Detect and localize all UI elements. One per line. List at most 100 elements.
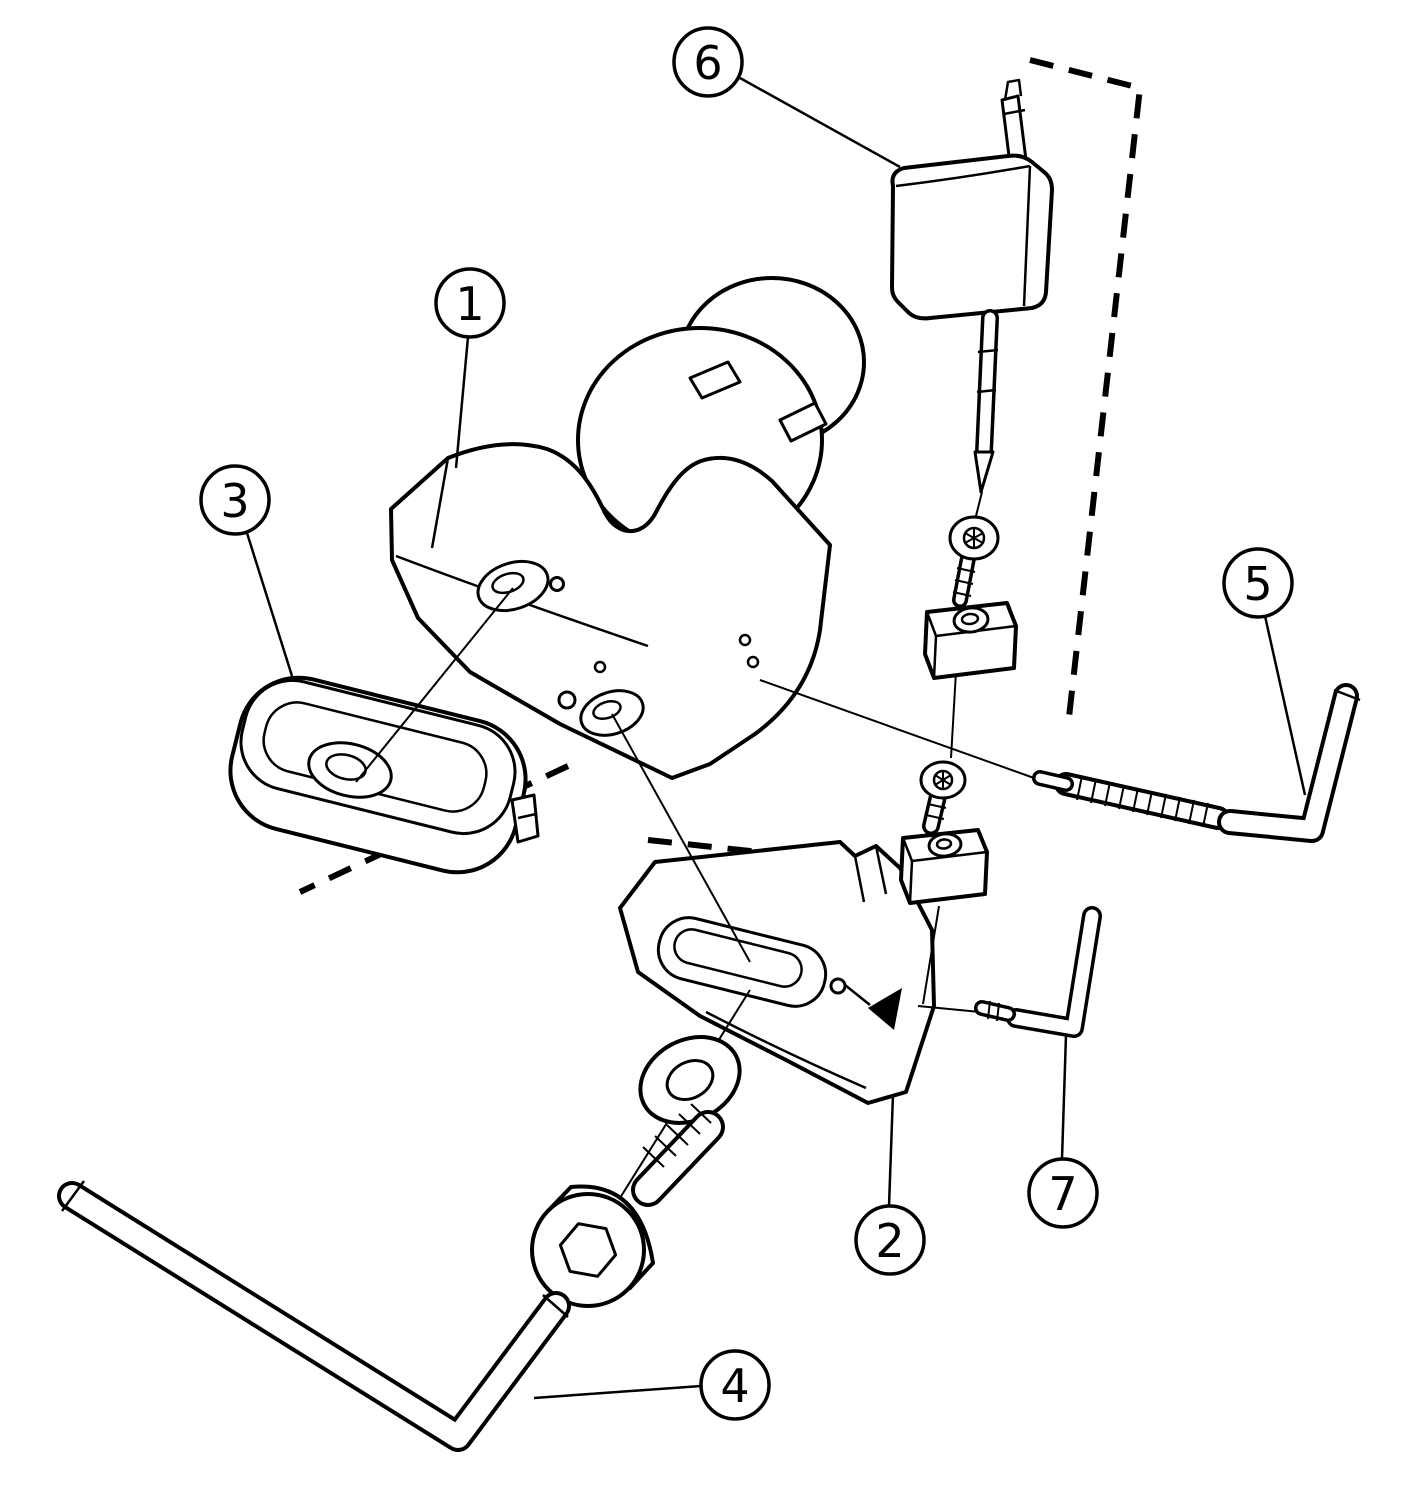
line-clamp-to-body — [355, 587, 514, 783]
leader-6 — [739, 76, 901, 169]
cutting-head — [618, 840, 936, 1105]
small-hole-b — [738, 633, 752, 647]
clamp-side-tab-edge — [517, 812, 537, 820]
square-nut-lower — [899, 828, 989, 905]
callout-7: 7 — [1027, 1157, 1099, 1229]
callout-3-number: 3 — [220, 474, 249, 528]
body-corner-edge — [430, 457, 450, 549]
large-hex-key — [57, 1180, 571, 1452]
large-hex-key-fill — [61, 1185, 567, 1448]
top-clamp — [228, 675, 540, 875]
dashed-axis-right — [647, 837, 835, 863]
callout-5-number: 5 — [1243, 557, 1272, 611]
insert-seat-edge — [844, 984, 871, 1006]
small-hole-a — [593, 660, 607, 674]
square-nut-upper-edge-3 — [925, 611, 938, 637]
head-slot-inner — [673, 928, 803, 988]
square-nut-lower-hole — [927, 832, 963, 858]
callout-6-circle — [672, 26, 744, 98]
callout-1-number: 1 — [455, 277, 484, 331]
square-nut-lower-edge-2 — [908, 860, 914, 904]
tool-body — [389, 276, 866, 780]
notch-edge-1 — [853, 855, 866, 903]
leader-4 — [533, 1384, 702, 1400]
dashed-axis-driver-path — [1029, 57, 1144, 727]
callout-6: 6 — [672, 26, 744, 98]
driver-head-top-edge — [895, 164, 1031, 188]
set-screw — [974, 1000, 1016, 1022]
callout-2: 2 — [854, 1204, 926, 1276]
callout-6-number: 6 — [693, 36, 722, 90]
callout-3: 3 — [199, 464, 271, 536]
line-stack-lower — [922, 905, 940, 1005]
callout-2-circle — [854, 1204, 926, 1276]
square-nut-upper-edge-2 — [932, 635, 938, 679]
large-hex-key-end-chamfer — [60, 1180, 86, 1212]
cap-screw — [530, 1103, 725, 1308]
leader-2 — [887, 1093, 895, 1207]
insert-pocket — [868, 988, 902, 1030]
callout-2-number: 2 — [875, 1214, 904, 1268]
callout-4-number: 4 — [720, 1359, 749, 1413]
torx-screw-upper-star — [964, 528, 984, 548]
washer-inner — [665, 1059, 715, 1101]
driver-head — [890, 153, 1054, 321]
mounting-hole-inner — [592, 699, 622, 721]
head-slot — [656, 916, 828, 1008]
torx-screw-upper-threads — [952, 567, 976, 597]
clamp-screw-hole — [476, 559, 550, 613]
driver-shaft-tick-1 — [977, 348, 999, 354]
driver-top-bit-chamfer — [1003, 108, 1026, 116]
small-hex-key — [1006, 906, 1102, 1038]
square-nut-upper — [923, 601, 1018, 680]
mounting-hole — [579, 689, 645, 737]
cap-screw-threads — [642, 1103, 712, 1168]
hex-key-5-fill — [1221, 687, 1355, 839]
square-nut-lower-edge-3 — [901, 837, 914, 862]
adjusting-screw — [1032, 770, 1230, 830]
callout-7-circle — [1027, 1157, 1099, 1229]
body-block — [389, 442, 832, 780]
square-nut-lower-hole-inner — [935, 838, 953, 850]
cap-screw-shank-fill — [635, 1114, 721, 1203]
torx-screw-lower-shank-fill — [925, 790, 944, 832]
driver-head-front-edge — [1022, 165, 1032, 307]
set-screw-threads — [987, 1000, 1000, 1022]
driver-tip — [973, 450, 995, 494]
leader-3 — [245, 532, 294, 677]
square-nut-upper-hole — [952, 606, 990, 634]
square-nut-lower-body — [899, 828, 989, 905]
leader-7 — [1060, 1034, 1068, 1160]
hex-key-5 — [1217, 683, 1361, 843]
cutting-head-face-edge — [705, 1010, 867, 1090]
adjusting-screw-pilot-fill — [1035, 773, 1071, 789]
square-nut-upper-body — [923, 601, 1018, 680]
line-driver-to-screw — [975, 491, 983, 517]
callout-1: 1 — [434, 267, 506, 339]
driver-shaft-tick-2 — [976, 388, 997, 394]
cap-screw-hex-socket — [558, 1222, 618, 1278]
callout-5-circle — [1222, 547, 1294, 619]
washer — [638, 1035, 742, 1125]
pin-hole-upper — [549, 576, 565, 592]
torx-screw-upper — [948, 515, 1000, 608]
callout-4: 4 — [699, 1349, 771, 1421]
callout-5: 5 — [1222, 547, 1294, 619]
small-hole-c — [746, 655, 760, 669]
drive-slot-1 — [688, 360, 742, 400]
callout-7-number: 7 — [1048, 1167, 1077, 1221]
notch-edge-2 — [874, 845, 888, 895]
driver-shaft-fill — [978, 312, 996, 458]
adjusting-screw-fill — [1058, 776, 1226, 826]
line-body-to-head — [611, 713, 751, 963]
leader-5 — [1263, 615, 1307, 796]
driver-top-bit-tip — [1003, 78, 1023, 101]
leader-lines — [245, 76, 1307, 1400]
adjusting-screw-threads — [1076, 775, 1209, 828]
callout-4-circle — [699, 1349, 771, 1421]
clamp-side-tab — [510, 793, 540, 844]
line-setscrew — [917, 1005, 981, 1013]
torx-screw-lower-star — [934, 771, 952, 789]
drive-slot-2 — [778, 401, 828, 443]
